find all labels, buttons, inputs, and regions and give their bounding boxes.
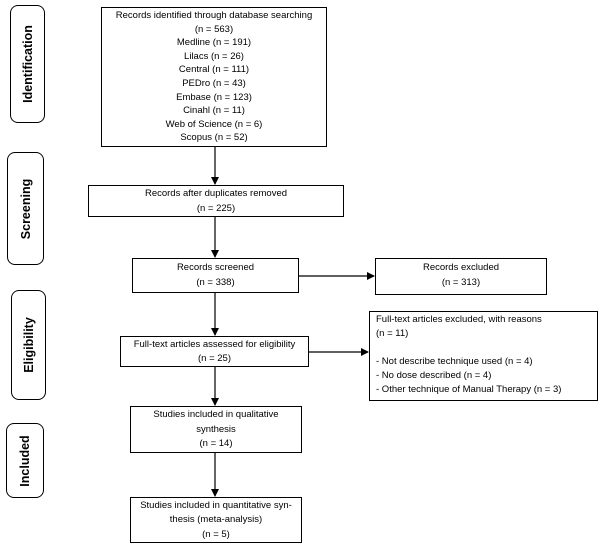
box-line: (n = 338): [196, 277, 235, 288]
box-line: Records screened: [176, 262, 255, 273]
box-line: (n = 14): [199, 438, 233, 450]
box-records-identified: Records identified through database sear…: [101, 7, 327, 147]
box-qualitative-synthesis: Studies included in qualitative synthesi…: [130, 406, 302, 453]
phase-identification: Identification: [10, 5, 45, 123]
box-line: (n = 313): [441, 277, 481, 288]
box-duplicates-removed: Records after duplicates removed (n = 22…: [88, 185, 344, 217]
box-line: - Not describe technique used (n = 4): [376, 356, 533, 367]
box-line: Medline (n = 191): [176, 37, 252, 49]
box-line: thesis (meta-analysis): [169, 514, 263, 526]
box-records-screened: Records screened (n = 338): [132, 258, 299, 293]
box-line: Scopus (n = 52): [180, 132, 248, 144]
box-line: Studies included in qualitative: [153, 409, 279, 420]
box-fulltext-assessed: Full-text articles assessed for eligibil…: [120, 336, 309, 367]
box-line: (n = 225): [196, 202, 236, 214]
box-line: - Other technique of Manual Therapy (n =…: [376, 384, 562, 395]
box-line: Studies included in quantitative syn-: [140, 500, 292, 511]
phase-screening: Screening: [7, 152, 44, 265]
box-line: Web of Science (n = 6): [165, 118, 263, 130]
phase-included: Included: [6, 423, 44, 498]
box-line: (n = 563): [194, 23, 234, 35]
box-line: Central (n = 111): [178, 64, 250, 76]
box-line: PEDro (n = 43): [182, 77, 246, 89]
box-quantitative-synthesis: Studies included in quantitative syn- th…: [130, 497, 302, 543]
box-line: Cinahl (n = 11): [183, 105, 245, 117]
box-line: Records identified through database sear…: [115, 10, 313, 21]
box-line: (n = 11): [376, 328, 409, 339]
box-line: - No dose described (n = 4): [376, 370, 492, 381]
box-line: Records after duplicates removed: [144, 188, 288, 199]
box-line: Full-text articles assessed for eligibil…: [133, 339, 296, 350]
box-records-excluded: Records excluded (n = 313): [375, 258, 547, 295]
box-line: synthesis: [196, 423, 236, 435]
phase-eligibility: Eligibility: [11, 290, 46, 400]
box-line: (n = 25): [197, 353, 231, 364]
box-fulltext-excluded: Full-text articles excluded, with reason…: [369, 311, 598, 401]
box-line: Full-text articles excluded, with reason…: [376, 314, 542, 325]
box-line: Lilacs (n = 26): [184, 50, 244, 62]
box-line: Embase (n = 123): [176, 91, 252, 103]
box-line: Records excluded: [422, 262, 500, 273]
box-line: (n = 5): [202, 528, 230, 540]
